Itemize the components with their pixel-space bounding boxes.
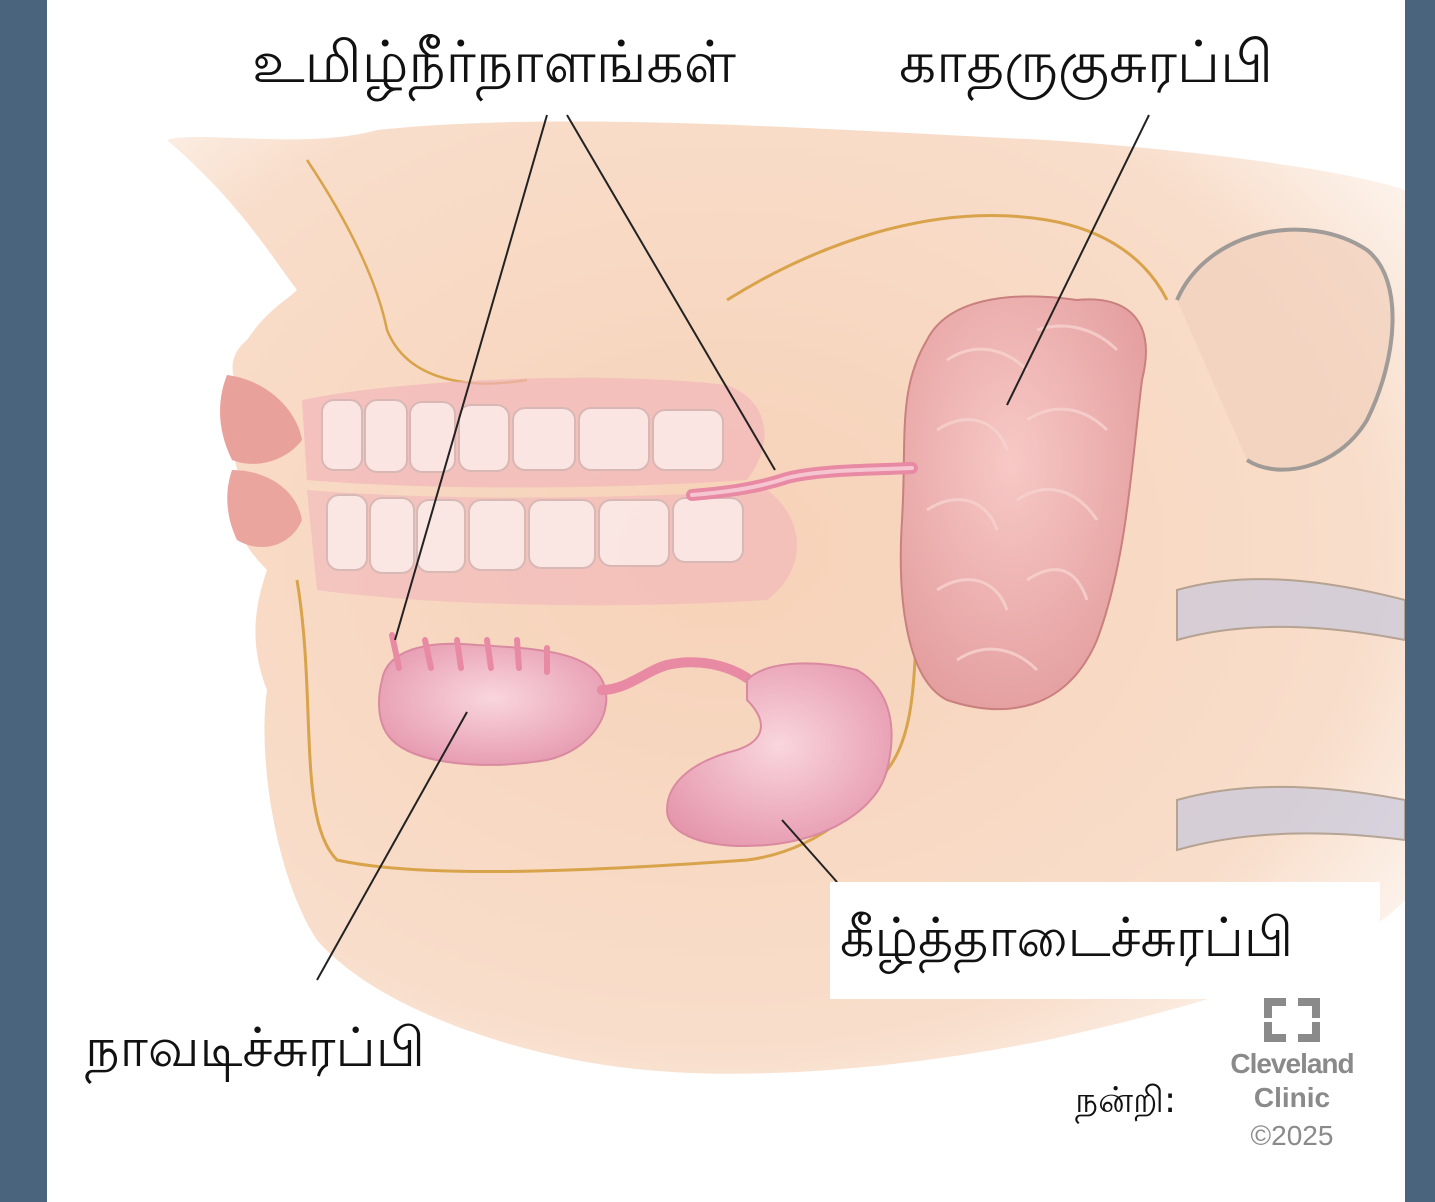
logo-copyright: ©2025	[1222, 1120, 1362, 1152]
submandibular-label-box: கீழ்த்தாடைச்சுரப்பி	[830, 882, 1380, 999]
logo-line-1: Cleveland	[1222, 1048, 1362, 1080]
submandibular-gland-label: கீழ்த்தாடைச்சுரப்பி	[840, 906, 1293, 977]
upper-teeth	[322, 400, 723, 472]
salivary-ducts-label: உமிழ்நீர்நாளங்கள்	[252, 28, 736, 104]
cleveland-clinic-mark-icon	[1260, 996, 1324, 1044]
credit-prefix: நன்றி:	[1075, 1080, 1176, 1126]
logo-line-2: Clinic	[1222, 1082, 1362, 1114]
parotid-gland-label: காதருகுசுரப்பி	[899, 28, 1273, 104]
cleveland-clinic-logo: Cleveland Clinic ©2025	[1222, 996, 1362, 1161]
lower-teeth	[327, 495, 743, 573]
illustration-panel: உமிழ்நீர்நாளங்கள் காதருகுசுரப்பி நாவடிச்…	[47, 0, 1405, 1202]
sublingual-gland-label: நாவடிச்சுரப்பி	[85, 1016, 425, 1087]
